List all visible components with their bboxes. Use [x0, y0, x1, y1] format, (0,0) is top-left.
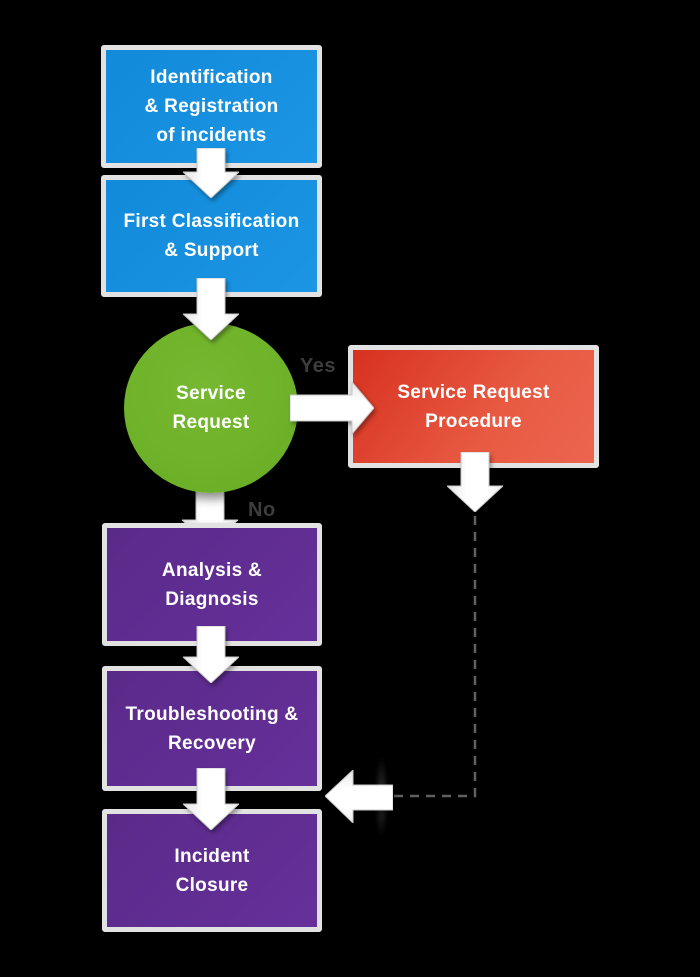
node-label: Identification & Registration of inciden… — [144, 67, 279, 146]
dashed-connector — [390, 516, 477, 798]
arrow-down-icon — [183, 626, 239, 683]
arrow-down-icon — [183, 148, 239, 198]
edge-label-yes: Yes — [300, 355, 336, 377]
node-label: Service Request Procedure — [397, 381, 550, 432]
node-label: First Classification & Support — [123, 211, 300, 261]
node-label: Service Request — [172, 383, 250, 433]
node-label: Troubleshooting & Recovery — [125, 703, 299, 754]
arrow-left-icon — [325, 770, 393, 823]
arrow-down-icon — [447, 452, 503, 512]
node-label: Analysis & Diagnosis — [161, 559, 263, 610]
node-label: Incident Closure — [174, 845, 250, 896]
arrow-right-icon — [290, 382, 374, 434]
arrow-down-icon — [183, 768, 239, 830]
node-service-request-procedure: Service Request Procedure — [348, 345, 599, 468]
decision-service-request: Service Request — [124, 323, 298, 493]
arrow-down-icon — [183, 278, 239, 340]
edge-label-no: No — [248, 499, 276, 521]
